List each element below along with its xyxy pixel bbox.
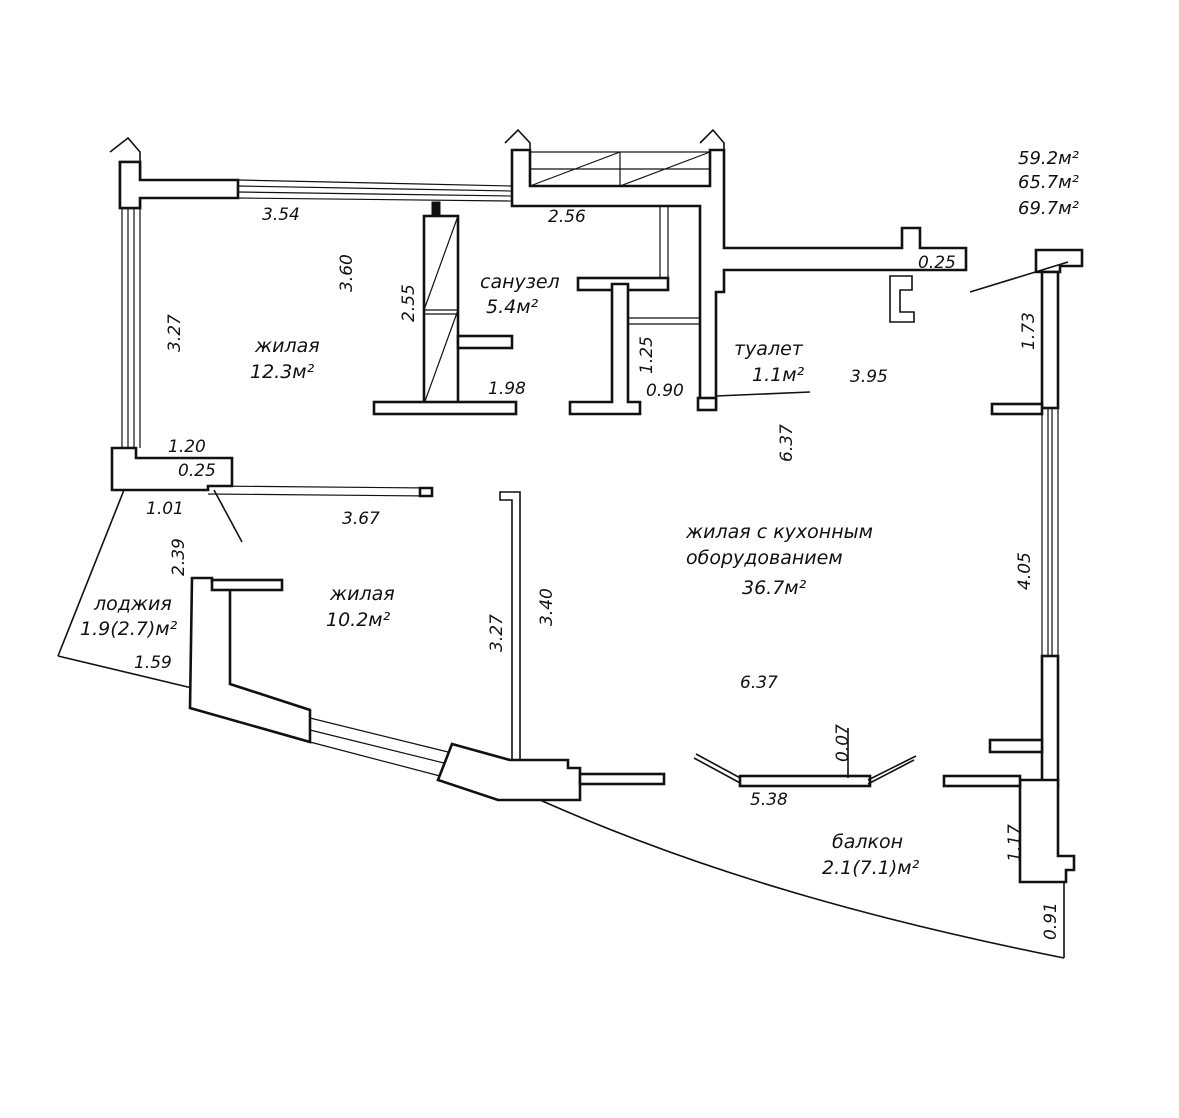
living-area: 36.7м² (742, 577, 807, 599)
bathroom-name: санузел (480, 271, 560, 293)
dim-2-56: 2.56 (548, 207, 586, 227)
dim-4-05: 4.05 (1015, 552, 1035, 590)
balcony (539, 799, 1065, 959)
bathroom-partitions (568, 275, 915, 416)
dim-3-60: 3.60 (337, 254, 357, 292)
bedroom2-area: 10.2м² (326, 609, 391, 631)
dim-0-25-mid: 0.25 (178, 461, 216, 481)
dim-1-59: 1.59 (134, 653, 172, 673)
total-area-1: 59.2м² (1018, 148, 1079, 169)
dim-2-55: 2.55 (399, 284, 419, 322)
bathroom-area: 5.4м² (486, 296, 539, 318)
dim-0-07: 0.07 (833, 724, 853, 762)
toilet-name: туалет (734, 338, 804, 360)
dim-0-91: 0.91 (1041, 902, 1061, 940)
living-room-windows (578, 728, 1022, 788)
loggia-area: 1.9(2.7)м² (80, 618, 178, 640)
dim-3-54: 3.54 (262, 205, 300, 225)
dim-1-20: 1.20 (168, 437, 206, 457)
dim-2-39: 2.39 (169, 538, 189, 576)
balcony-name: балкон (832, 831, 903, 853)
bedroom1-name: жилая (254, 335, 320, 357)
bottom-wall-bedroom2 (188, 576, 582, 802)
dim-3-95: 3.95 (850, 367, 888, 387)
living-name-line2: оборудованием (686, 547, 843, 569)
middle-wall (110, 446, 521, 761)
dim-1-17: 1.17 (1005, 824, 1025, 862)
dim-3-67: 3.67 (342, 509, 380, 529)
loggia-name: лоджия (93, 593, 172, 615)
bedroom1-area: 12.3м² (250, 361, 315, 383)
dim-1-73: 1.73 (1019, 312, 1039, 350)
living-name-line1: жилая с кухонным (685, 521, 873, 543)
dim-0-25-top: 0.25 (918, 253, 956, 273)
top-wall (118, 160, 513, 210)
dim-3-27-mid: 3.27 (487, 614, 507, 652)
right-wall (969, 248, 1084, 884)
dim-6-37-horizontal: 6.37 (740, 673, 778, 693)
loggia (57, 489, 193, 689)
dim-0-90: 0.90 (646, 381, 684, 401)
dim-3-40: 3.40 (537, 588, 557, 626)
balcony-area: 2.1(7.1)м² (822, 857, 920, 879)
dim-1-25: 1.25 (637, 336, 657, 374)
dim-6-37-vertical: 6.37 (777, 424, 797, 462)
dim-5-38: 5.38 (750, 790, 788, 810)
total-area-3: 69.7м² (1018, 198, 1079, 219)
ventilation-shaft (504, 128, 968, 410)
dim-1-01: 1.01 (146, 499, 184, 519)
area-totals: 59.2м² 65.7м² 69.7м² (1018, 148, 1079, 219)
total-area-2: 65.7м² (1018, 172, 1079, 193)
bedroom2-name: жилая (329, 583, 395, 605)
toilet-area: 1.1м² (752, 364, 805, 386)
dim-1-98: 1.98 (488, 379, 526, 399)
wardrobe-partition (372, 201, 518, 416)
dim-3-27-left: 3.27 (165, 314, 185, 352)
